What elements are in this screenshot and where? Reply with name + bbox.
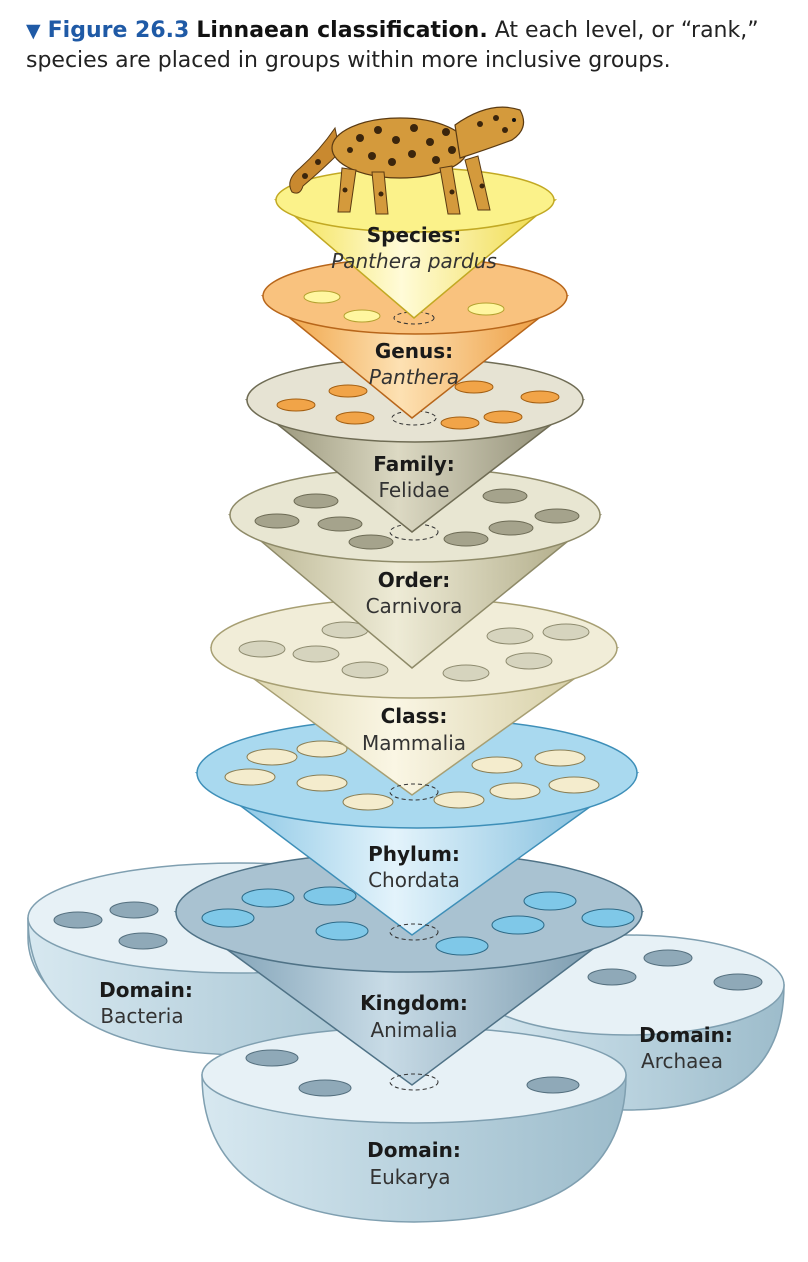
domain-archaea-name-label: Archaea xyxy=(641,1049,723,1073)
genus-name-label: Panthera xyxy=(369,365,459,389)
domain-bacteria-rank-label: Domain: xyxy=(99,978,193,1002)
domain-bacteria-name-label: Bacteria xyxy=(100,1004,183,1028)
order-rank-label: Order: xyxy=(378,568,451,592)
figure-caption-text: At each level, or “rank,” species are pl… xyxy=(26,18,759,73)
figure-caption: ▼ Figure 26.3 Linnaean classification. A… xyxy=(26,16,796,76)
figure-number: Figure 26.3 xyxy=(47,18,190,43)
phylum-name-label: Chordata xyxy=(368,868,460,892)
domain-eukarya-name-label: Eukarya xyxy=(369,1165,450,1189)
caption-triangle-icon: ▼ xyxy=(26,20,41,42)
class-cone xyxy=(209,597,620,801)
class-rank-label: Class: xyxy=(381,704,448,728)
leopard-icon xyxy=(289,106,525,215)
species-name-label: Panthera pardus xyxy=(331,249,497,273)
domain-archaea-rank-label: Domain: xyxy=(639,1023,733,1047)
family-name-label: Felidae xyxy=(378,478,449,502)
order-name-label: Carnivora xyxy=(366,594,463,618)
genus-rank-label: Genus: xyxy=(375,339,453,363)
figure-title: Linnaean classification. xyxy=(196,18,488,43)
phylum-rank-label: Phylum: xyxy=(368,842,460,866)
class-name-label: Mammalia xyxy=(362,731,466,755)
species-rank-label: Species: xyxy=(367,223,461,247)
domain-eukarya-rank-label: Domain: xyxy=(367,1138,461,1162)
kingdom-rank-label: Kingdom: xyxy=(360,991,468,1015)
kingdom-name-label: Animalia xyxy=(370,1018,457,1042)
family-rank-label: Family: xyxy=(373,452,455,476)
